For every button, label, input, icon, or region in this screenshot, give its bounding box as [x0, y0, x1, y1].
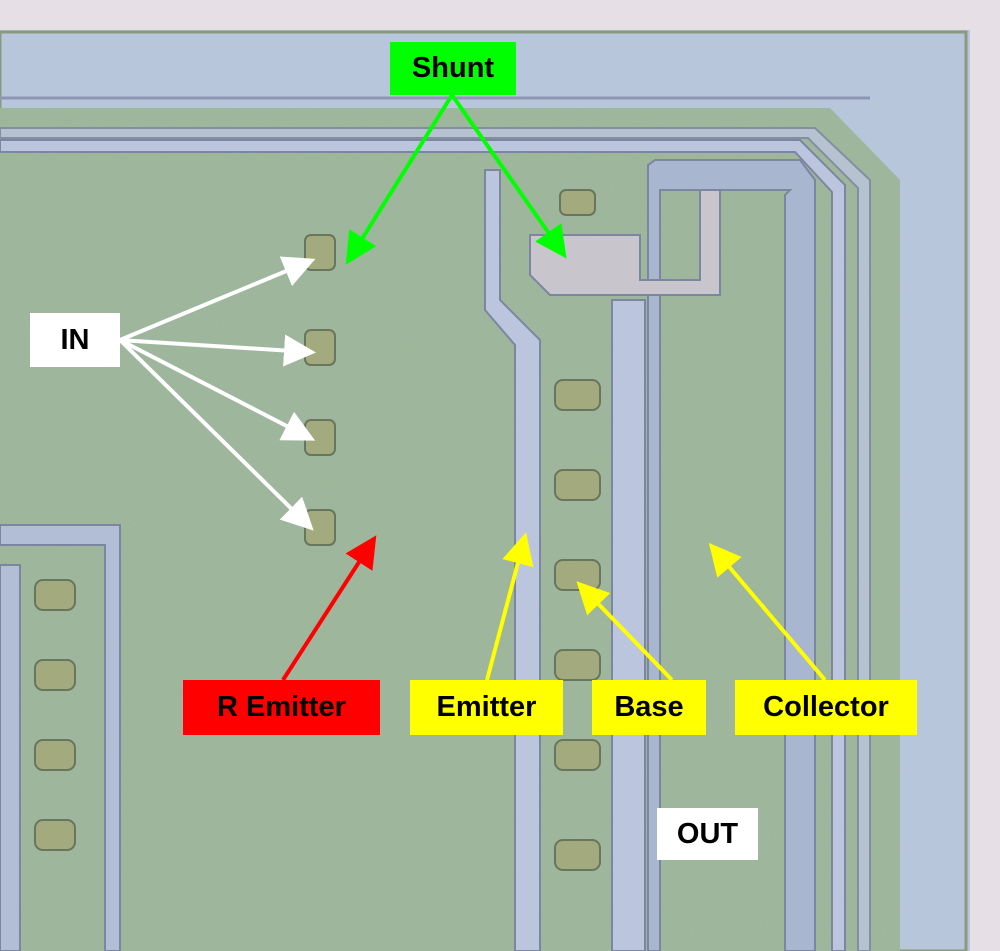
shunt-label: Shunt — [390, 42, 516, 95]
in-arrow-3 — [119, 338, 316, 441]
emitter-arrow — [485, 532, 534, 681]
shunt-arrow-right — [450, 93, 567, 259]
in-arrow-1 — [119, 256, 316, 342]
collector-label: Collector — [735, 680, 917, 735]
collector-arrow — [708, 542, 827, 682]
emitter-label: Emitter — [410, 680, 563, 735]
base-arrow — [576, 581, 674, 682]
r-emitter-arrow — [281, 535, 377, 682]
in-arrow-4 — [118, 338, 314, 531]
r-emitter-label: R Emitter — [183, 680, 380, 735]
out-label: OUT — [657, 808, 758, 860]
shunt-arrow-left — [345, 93, 454, 265]
in-label: IN — [30, 313, 120, 367]
base-label: Base — [592, 680, 706, 735]
in-arrow-2 — [119, 334, 316, 367]
die-area — [0, 108, 900, 951]
